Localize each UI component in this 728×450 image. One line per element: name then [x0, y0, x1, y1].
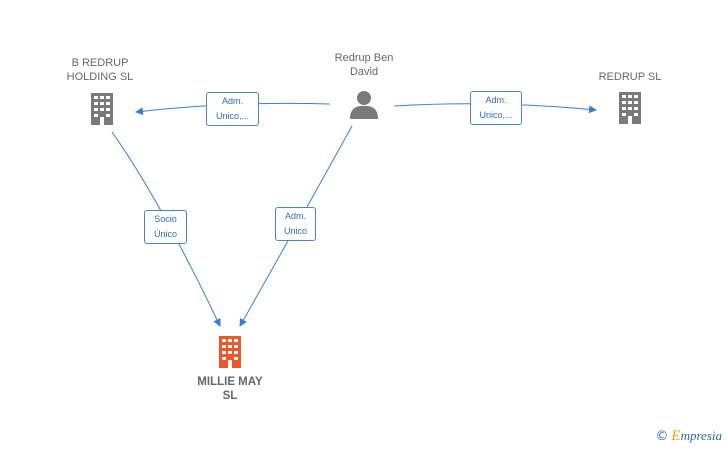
edge-label-line: Adm. — [485, 95, 507, 105]
building-icon — [91, 93, 113, 125]
node-label-b-redrup-holding[interactable]: B REDRUP HOLDING SL — [52, 56, 148, 84]
node-label-redrup-ben-david[interactable]: Redrup Ben David — [316, 51, 412, 79]
building-icon — [219, 336, 241, 368]
node-label-line: B REDRUP — [71, 57, 129, 69]
node-label-line: SL — [222, 390, 238, 402]
brand-initial: E — [671, 428, 681, 444]
person-icon — [350, 91, 378, 119]
brand-name: mpresia — [680, 428, 722, 443]
edge-label-line: Unico,... — [479, 110, 513, 120]
edge-label-line: Unico — [283, 226, 307, 236]
node-label-millie-may[interactable]: MILLIE MAY SL — [180, 375, 280, 403]
copyright-icon: © — [655, 429, 669, 444]
node-label-line: MILLIE MAY — [197, 376, 263, 388]
edge-label-adm-unico[interactable]: Adm. Unico,... — [470, 91, 522, 125]
node-label-line: REDRUP SL — [598, 71, 662, 83]
edge-label-adm-unico[interactable]: Adm. Unico — [275, 207, 316, 241]
node-label-line: Redrup Ben — [334, 52, 394, 64]
edge-label-socio-unico[interactable]: Socio Único — [144, 210, 187, 244]
building-icon — [619, 92, 641, 124]
edge-label-line: Único — [153, 229, 177, 239]
edge-label-line: Adm. — [221, 96, 243, 106]
edge-label-line: Adm. — [284, 211, 306, 221]
node-label-line: David — [349, 66, 379, 78]
node-label-line: HOLDING SL — [66, 71, 134, 83]
node-label-redrup-sl[interactable]: REDRUP SL — [580, 70, 680, 84]
edge-label-adm-unico[interactable]: Adm. Unico,... — [206, 92, 259, 126]
edge-label-line: Unico,... — [215, 111, 249, 121]
edge-label-line: Socio — [154, 214, 177, 224]
empresia-logo: ©Empresia — [655, 428, 722, 445]
